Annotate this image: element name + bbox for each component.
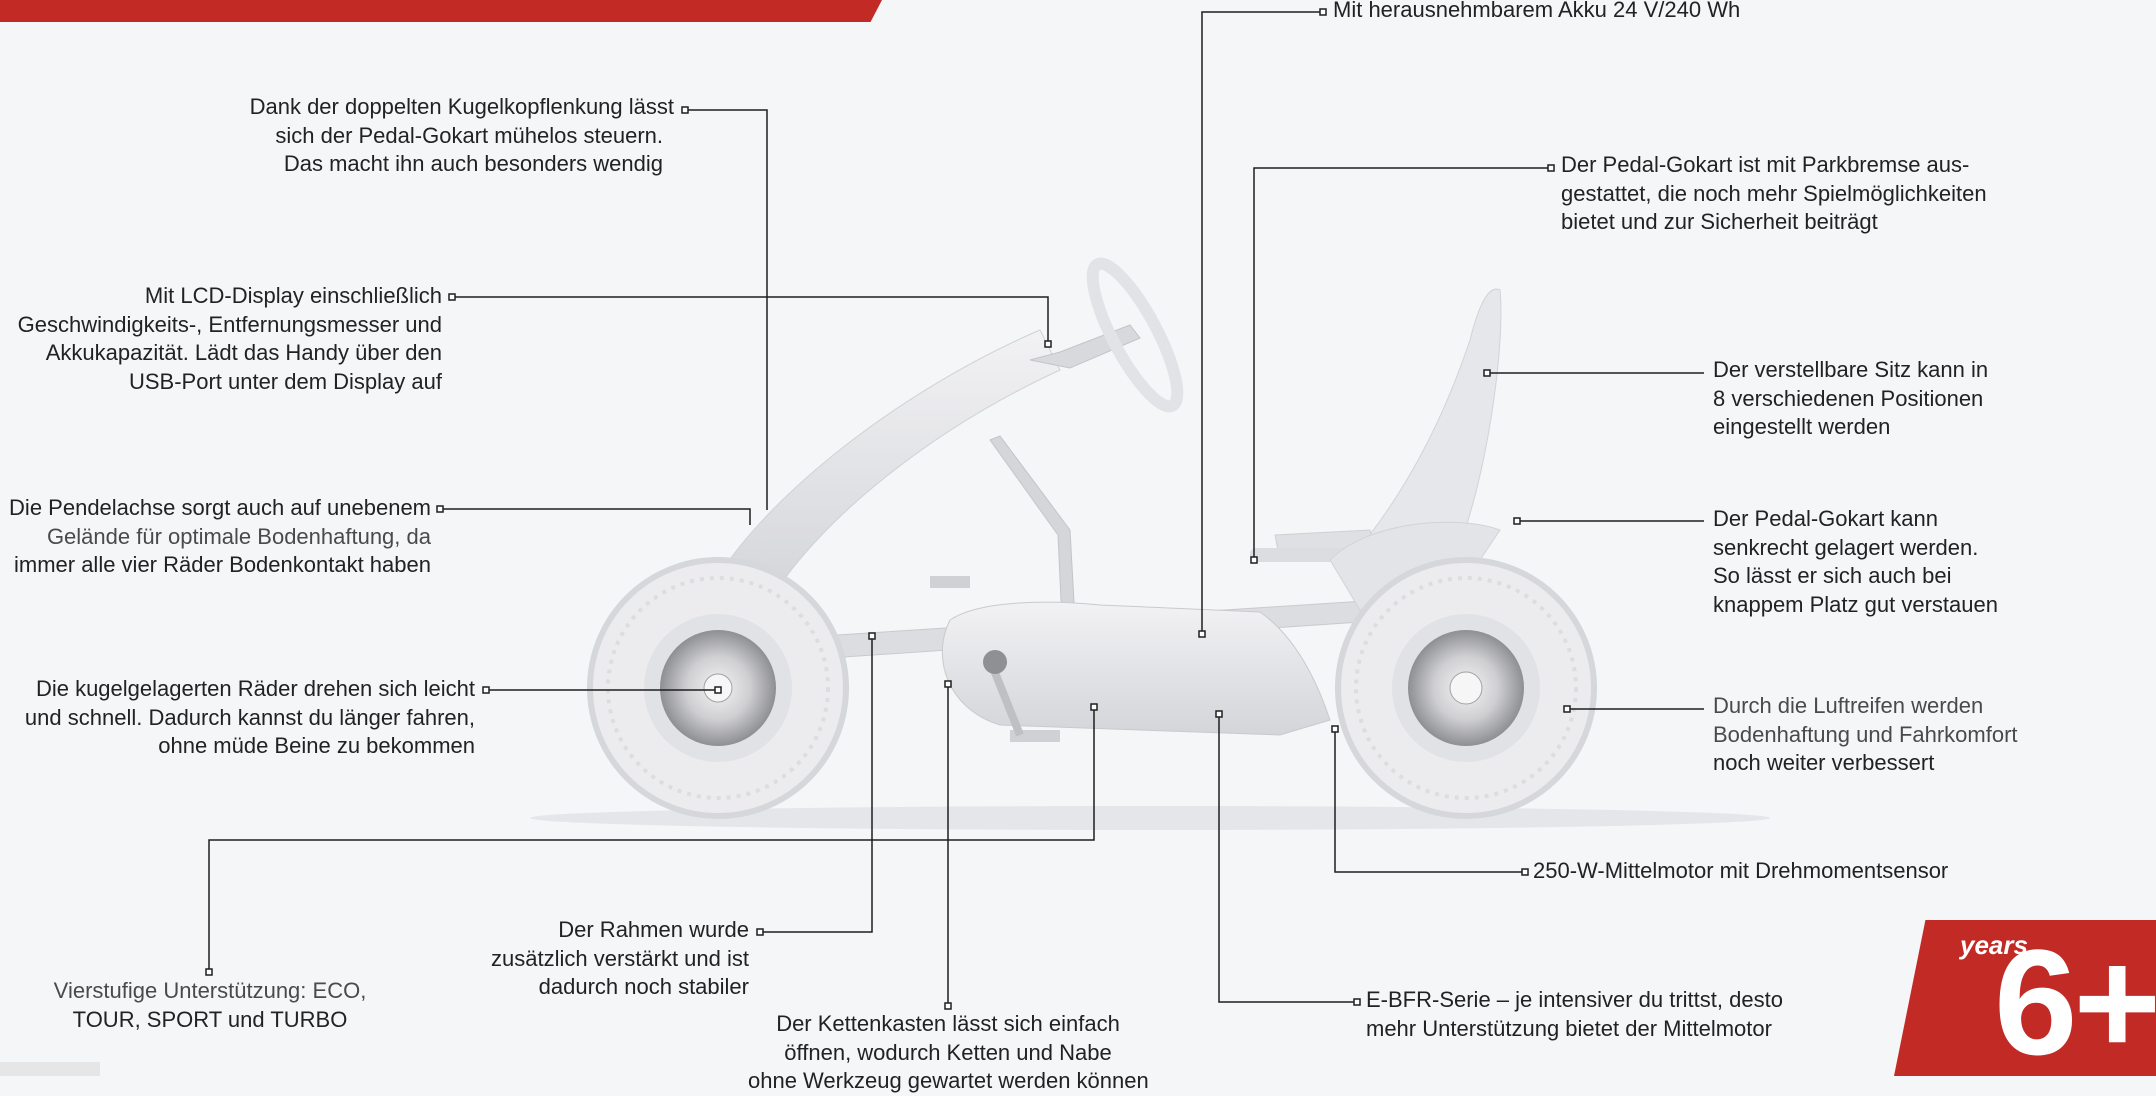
callout-display-line-3: Akkukapazität. Lädt das Handy über den	[45, 340, 442, 366]
callout-frame-line-2: zusätzlich verstärkt und ist	[491, 945, 749, 971]
callout-support: Vierstufige Unterstützung: ECO, TOUR, SP…	[50, 977, 370, 1034]
callout-axle-line-3: immer alle vier Räder Bodenkontakt haben	[13, 552, 431, 578]
callout-chain-line-3: ohne Werkzeug gewartet werden können	[748, 1068, 1149, 1094]
callout-tyres-line-1: Durch die Luftreifen werden	[1713, 693, 1984, 718]
callout-steering-line-2: sich der Pedal-Gokart mühelos steuern.	[275, 122, 663, 148]
callout-storage: Der Pedal-Gokart kann senkrecht gelagert…	[1713, 505, 1998, 619]
callout-brake: Der Pedal-Gokart ist mit Parkbremse aus-…	[1561, 151, 1987, 237]
callout-steering: Dank der doppelten Kugelkopflenkung läss…	[250, 93, 674, 179]
callout-motor-line-1: 250-W-Mittelmotor mit Drehmomentsensor	[1533, 858, 1949, 883]
callout-ebfr-line-2: mehr Unterstützung bietet der Mittelmoto…	[1366, 1015, 1772, 1041]
callout-battery: Mit herausnehmbarem Akku 24 V/240 Wh	[1333, 0, 1740, 25]
title-banner	[0, 0, 882, 22]
support-strut	[989, 435, 1076, 623]
callout-ebfr-line-1: E-BFR-Serie – je intensiver du trittst, …	[1366, 987, 1783, 1012]
callout-support-line-1: Vierstufige Unterstützung: ECO,	[53, 978, 367, 1003]
callout-axle: Die Pendelachse sorgt auch auf unebenem …	[9, 494, 431, 580]
callout-brake-line-1: Der Pedal-Gokart ist mit Parkbremse aus-	[1561, 152, 1970, 177]
seat	[1348, 288, 1502, 561]
corner-marker	[0, 1062, 100, 1076]
callout-frame-line-3: dadurch noch stabiler	[538, 974, 749, 1000]
front-frame	[709, 329, 1061, 601]
callout-seat-line-2: 8 verschiedenen Positionen	[1713, 385, 1984, 411]
age-badge-value: 6+	[1994, 918, 2156, 1086]
callout-storage-line-3: So lässt er sich auch bei	[1713, 563, 1952, 589]
callout-display-line-1: Mit LCD-Display einschließlich	[144, 283, 442, 308]
callout-wheels-line-1: Die kugelgelagerten Räder drehen sich le…	[35, 676, 475, 701]
callout-brake-line-3: bietet und zur Sicherheit beiträgt	[1561, 209, 1878, 235]
callout-axle-line-2: Gelände für optimale Bodenhaftung, da	[46, 523, 431, 549]
leader-markers	[205, 8, 1571, 1010]
age-badge: years 6+	[1894, 920, 2156, 1076]
steering-wheel	[1086, 257, 1184, 413]
callout-seat-line-1: Der verstellbare Sitz kann in	[1713, 357, 1989, 382]
callout-storage-line-4: knappem Platz gut verstauen	[1713, 591, 1998, 617]
callout-chain-line-1: Der Kettenkasten lässt sich einfach	[776, 1011, 1120, 1036]
callout-tyres: Durch die Luftreifen werden Bodenhaftung…	[1713, 692, 2018, 778]
callout-ebfr: E-BFR-Serie – je intensiver du trittst, …	[1366, 986, 1783, 1043]
callout-seat: Der verstellbare Sitz kann in 8 verschie…	[1713, 356, 1988, 442]
callout-display-line-4: USB-Port unter dem Display auf	[128, 368, 442, 394]
callout-seat-line-3: eingestellt werden	[1713, 414, 1891, 440]
callout-axle-line-1: Die Pendelachse sorgt auch auf unebenem	[9, 495, 431, 520]
callout-wheels-line-3: ohne müde Beine zu bekommen	[158, 733, 475, 759]
rear-wheel	[1335, 557, 1597, 819]
age-badge-years: years	[1960, 930, 2028, 960]
callout-storage-line-2: senkrecht gelagert werden.	[1713, 534, 1979, 560]
callout-chain: Der Kettenkasten lässt sich einfach öffn…	[748, 1010, 1149, 1096]
callout-steering-line-1: Dank der doppelten Kugelkopflenkung läss…	[249, 94, 674, 119]
crank-hub	[983, 650, 1007, 674]
callout-storage-line-1: Der Pedal-Gokart kann	[1713, 506, 1938, 531]
callout-frame-line-1: Der Rahmen wurde	[558, 917, 749, 942]
callout-battery-line-1: Mit herausnehmbarem Akku 24 V/240 Wh	[1333, 0, 1741, 22]
callout-steering-line-3: Das macht ihn auch besonders wendig	[283, 151, 663, 177]
rear-fender	[1329, 521, 1501, 611]
callout-frame: Der Rahmen wurde zusätzlich verstärkt un…	[491, 916, 749, 1002]
callout-brake-line-2: gestattet, die noch mehr Spielmöglichkei…	[1561, 180, 1987, 206]
callout-wheels-line-2: und schnell. Dadurch kannst du länger fa…	[24, 704, 475, 730]
callout-display: Mit LCD-Display einschließlich Geschwind…	[18, 282, 442, 396]
callout-wheels: Die kugelgelagerten Räder drehen sich le…	[25, 675, 475, 761]
callout-support-line-2: TOUR, SPORT und TURBO	[72, 1006, 348, 1032]
callout-motor: 250-W-Mittelmotor mit Drehmomentsensor	[1533, 857, 1948, 886]
callout-display-line-2: Geschwindigkeits-, Entfernungsmesser und	[17, 311, 442, 337]
callout-chain-line-2: öffnen, wodurch Ketten und Nabe	[784, 1039, 1112, 1065]
leader-lines	[208, 11, 1704, 1006]
callout-tyres-line-3: noch weiter verbessert	[1713, 750, 1935, 776]
pedal-left	[930, 576, 970, 588]
callout-tyres-line-2: Bodenhaftung und Fahrkomfort	[1713, 721, 2018, 747]
